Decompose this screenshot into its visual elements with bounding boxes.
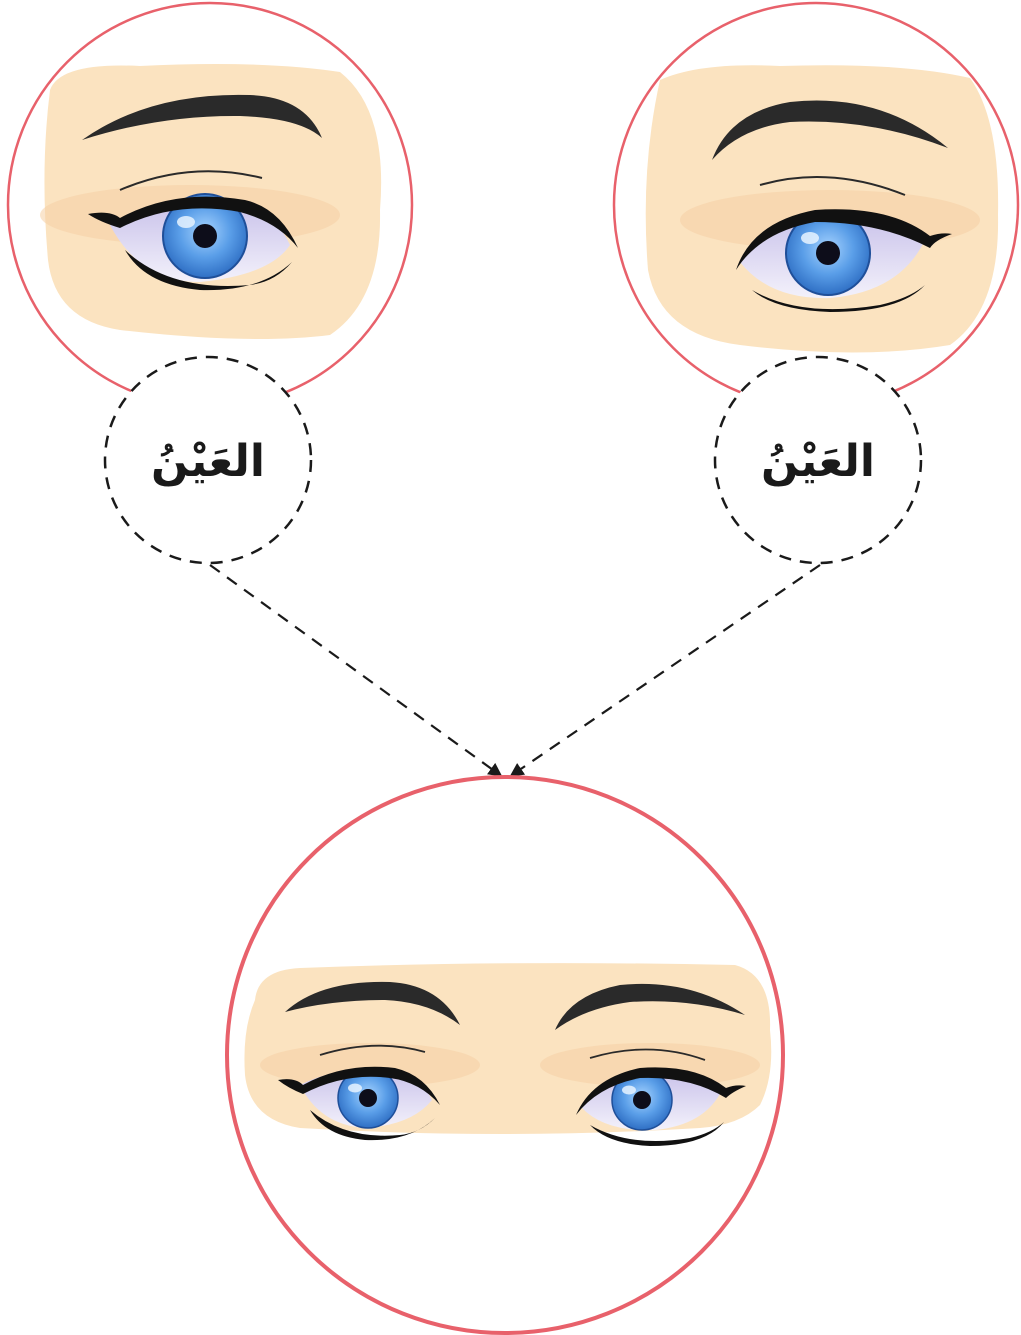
- right-pupil: [816, 241, 840, 265]
- left-label-node: العَيْنُ: [105, 357, 311, 563]
- both-eyes-panel: [227, 777, 783, 1333]
- right-label-node: العَيْنُ: [715, 357, 921, 563]
- right-label-text: العَيْنُ: [761, 436, 875, 487]
- right-eye-panel: [614, 3, 1018, 407]
- right-highlight: [801, 232, 819, 244]
- left-label-text: العَيْنُ: [151, 436, 265, 487]
- left-eye-icon: [40, 64, 381, 339]
- right-arrow: [512, 565, 820, 775]
- left-eye-panel: [8, 3, 412, 407]
- pair-left-pupil: [359, 1089, 377, 1107]
- pair-right-highlight: [622, 1086, 636, 1095]
- pair-right-pupil: [633, 1091, 651, 1109]
- left-pupil: [193, 224, 217, 248]
- left-arrow: [210, 565, 500, 775]
- left-highlight: [177, 216, 195, 228]
- pair-of-eyes-icon: [244, 963, 771, 1146]
- right-eye-icon: [646, 65, 998, 352]
- pair-left-highlight: [348, 1084, 362, 1093]
